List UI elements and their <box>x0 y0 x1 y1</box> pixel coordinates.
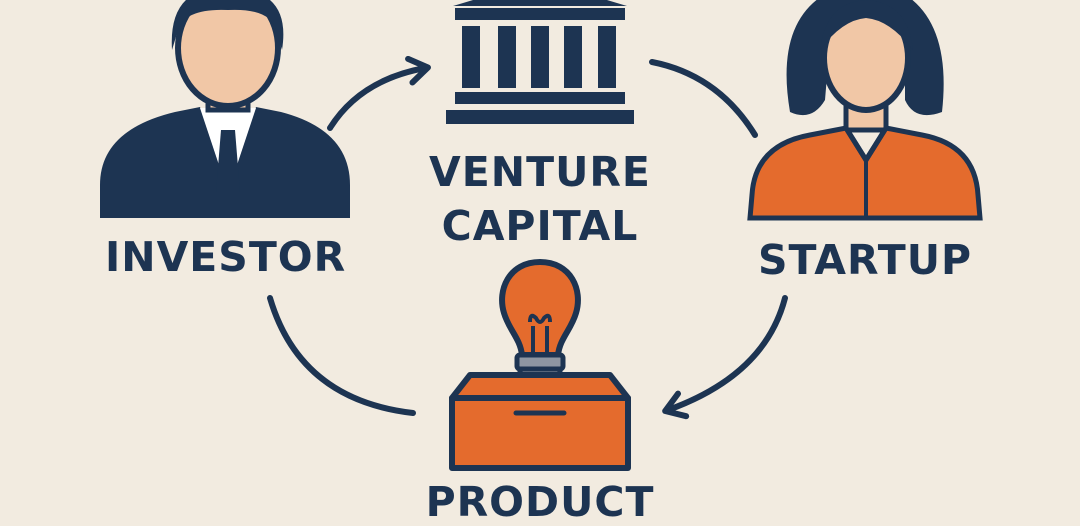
startup-label: STARTUP <box>757 236 973 284</box>
venture-capital-cycle-diagram: INVESTOR VENTURE CAPITAL STARTUP PRODUCT <box>100 0 983 526</box>
venture-capital-label-line2: CAPITAL <box>441 202 639 250</box>
startup-founder-icon <box>747 0 983 221</box>
arrow-investor-to-venture-capital <box>327 55 431 131</box>
product-label: PRODUCT <box>425 478 655 526</box>
diagram-canvas <box>100 0 983 471</box>
lightbulb-icon <box>499 259 581 386</box>
venture-capital-label: VENTURE CAPITAL <box>400 145 680 253</box>
arrow-startup-to-product <box>662 295 788 420</box>
investor-label: INVESTOR <box>105 233 347 281</box>
bank-building-icon <box>446 0 634 124</box>
product-box-icon <box>449 372 631 471</box>
venture-capital-label-line1: VENTURE <box>429 148 651 196</box>
arrow-venture-capital-to-startup <box>649 59 758 138</box>
arrow-product-to-investor <box>267 295 416 416</box>
investor-icon <box>100 0 350 218</box>
